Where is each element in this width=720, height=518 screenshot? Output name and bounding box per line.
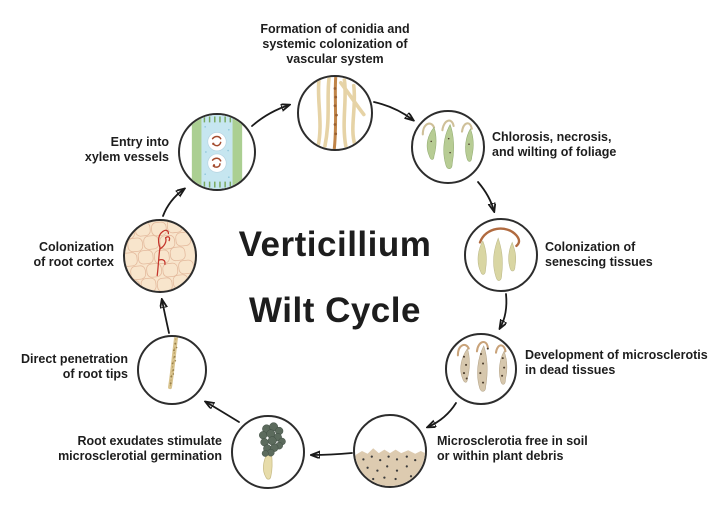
stage-node-root-cortex [123,219,197,293]
stage-node-foliage-wilting [411,110,485,184]
senescing-leaves-icon [477,227,521,281]
dead-tissue-dots-icon [456,341,508,392]
diagram-title: Verticillium Wilt Cycle [194,212,476,344]
stage-node-xylem-entry [178,113,256,191]
stage-node-root-penetration [137,335,207,405]
wilting-leaves-icon [421,119,474,169]
stage-label-microsclerotia-development: Development of microsclerotis in dead ti… [525,348,708,377]
stage-node-conidia-formation [297,75,373,151]
arrow-dead-to-soil [428,402,457,427]
soil-speckles-icon [355,448,425,486]
arrow-soil-to-germination [312,453,353,455]
arrow-cortex-to-xylem [162,189,184,217]
arrow-wilting-to-senescing [477,181,494,211]
stage-label-root-penetration: Direct penetration of root tips [21,352,128,381]
stage-label-senescing: Colonization of senescing tissues [545,240,653,269]
xylem-vessel-icon [191,115,243,189]
arrow-germination-to-roottip [206,402,240,423]
stage-label-conidia-formation: Formation of conidia and systemic coloni… [260,22,410,66]
hyphae-conidia-icon [315,77,366,149]
root-tip-icon [168,337,178,390]
stage-node-germination [231,415,305,489]
stage-label-xylem-entry: Entry into xylem vessels [84,135,169,164]
stage-label-foliage-wilting: Chlorosis, necrosis, and wilting of foli… [492,130,617,159]
arrow-conidia-to-wilting [373,101,413,120]
diagram-title-line1: Verticillium [238,225,432,264]
root-cortex-hypha-icon [125,221,195,291]
diagram-title-line2: Wilt Cycle [249,291,421,330]
germinating-microsclerotium-icon [259,422,286,480]
stage-node-microsclerotia-development [445,333,517,405]
stage-label-germination: Root exudates stimulate microsclerotial … [58,434,222,463]
stage-label-microsclerotia-soil: Microsclerotia free in soil or within pl… [437,434,588,463]
arrow-senescing-to-dead [500,293,508,328]
arrow-xylem-to-conidia [251,105,289,127]
arrow-roottip-to-cortex [162,300,170,334]
stage-node-senescing [464,218,538,292]
stage-node-microsclerotia-soil [353,414,427,488]
stage-label-root-cortex: Colonization of root cortex [33,240,114,269]
